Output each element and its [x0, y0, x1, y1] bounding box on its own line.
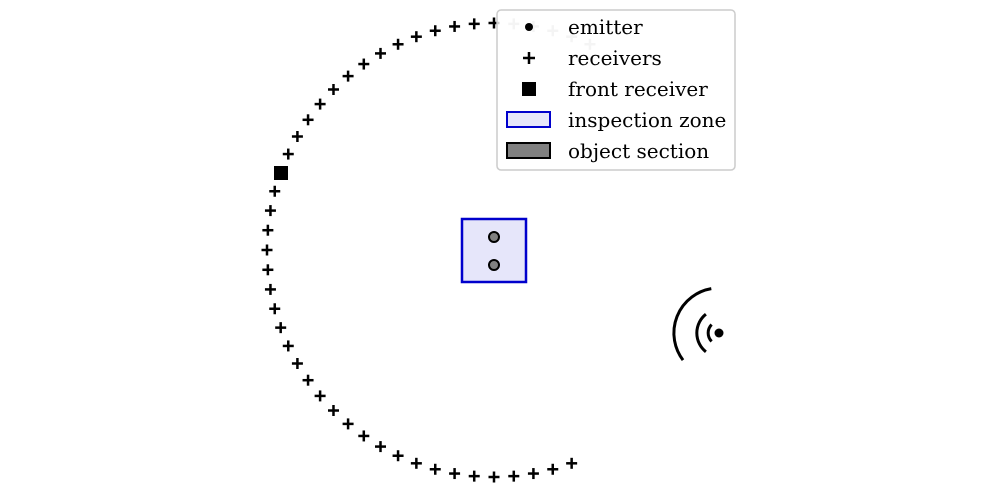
receiver-marker [262, 264, 274, 276]
receiver-marker [261, 244, 273, 256]
legend: emitter receivers front receiver inspect… [496, 9, 736, 171]
receiver-marker [275, 322, 287, 334]
receiver-marker [410, 457, 422, 469]
receiver-marker [488, 471, 500, 483]
emitter-wave-1 [706, 323, 713, 343]
legend-front-receiver-label: front receiver [568, 77, 708, 101]
emitter-dot [714, 328, 724, 338]
receiver-marker [508, 470, 520, 482]
receiver-marker [358, 430, 370, 442]
object-section-1 [488, 231, 500, 243]
receiver-marker [449, 20, 461, 32]
receiver-marker [282, 340, 294, 352]
receiver-marker [262, 224, 274, 236]
legend-emitter-marker [525, 23, 533, 31]
receiver-marker [302, 374, 314, 386]
receiver-marker [342, 418, 354, 430]
receiver-marker [410, 31, 422, 43]
receiver-marker [358, 58, 370, 70]
receiver-marker [302, 114, 314, 126]
receiver-marker [342, 70, 354, 82]
legend-inspection-zone-label: inspection zone [568, 108, 726, 132]
receiver-marker [527, 468, 539, 480]
receiver-marker [429, 25, 441, 37]
receiver-marker [314, 98, 326, 110]
receiver-marker [375, 47, 386, 59]
object-section-2 [488, 259, 500, 271]
receiver-marker [449, 468, 461, 480]
front-receiver-marker [274, 166, 288, 180]
receiver-marker [269, 185, 281, 197]
receiver-marker [392, 38, 404, 50]
legend-box [496, 9, 736, 171]
receiver-marker [392, 450, 404, 462]
legend-inspection-zone-swatch [506, 111, 551, 128]
legend-object-section-swatch [506, 142, 551, 159]
receiver-marker [264, 283, 276, 295]
legend-emitter-label: emitter [568, 15, 643, 39]
receiver-marker [468, 470, 480, 482]
receiver-marker [291, 358, 303, 369]
receiver-marker [429, 463, 441, 475]
legend-front-receiver-marker [522, 82, 536, 96]
receiver-marker [264, 205, 276, 217]
receiver-marker [291, 131, 303, 142]
emitter-wave-3 [672, 287, 712, 362]
inspection-zone [460, 217, 528, 284]
receiver-marker [269, 303, 281, 315]
receiver-marker [282, 148, 294, 160]
receiver-marker [547, 463, 559, 475]
legend-receiver-marker [523, 52, 535, 64]
legend-object-section-label: object section [568, 139, 709, 163]
legend-receivers-label: receivers [568, 46, 662, 70]
receiver-marker [375, 441, 386, 453]
receiver-marker [327, 405, 339, 417]
receiver-marker [566, 457, 578, 469]
emitter-wave-2 [695, 313, 707, 353]
receiver-marker [314, 390, 326, 402]
receiver-marker [327, 83, 339, 95]
emitter-icon [672, 287, 724, 362]
receiver-marker [468, 18, 480, 30]
